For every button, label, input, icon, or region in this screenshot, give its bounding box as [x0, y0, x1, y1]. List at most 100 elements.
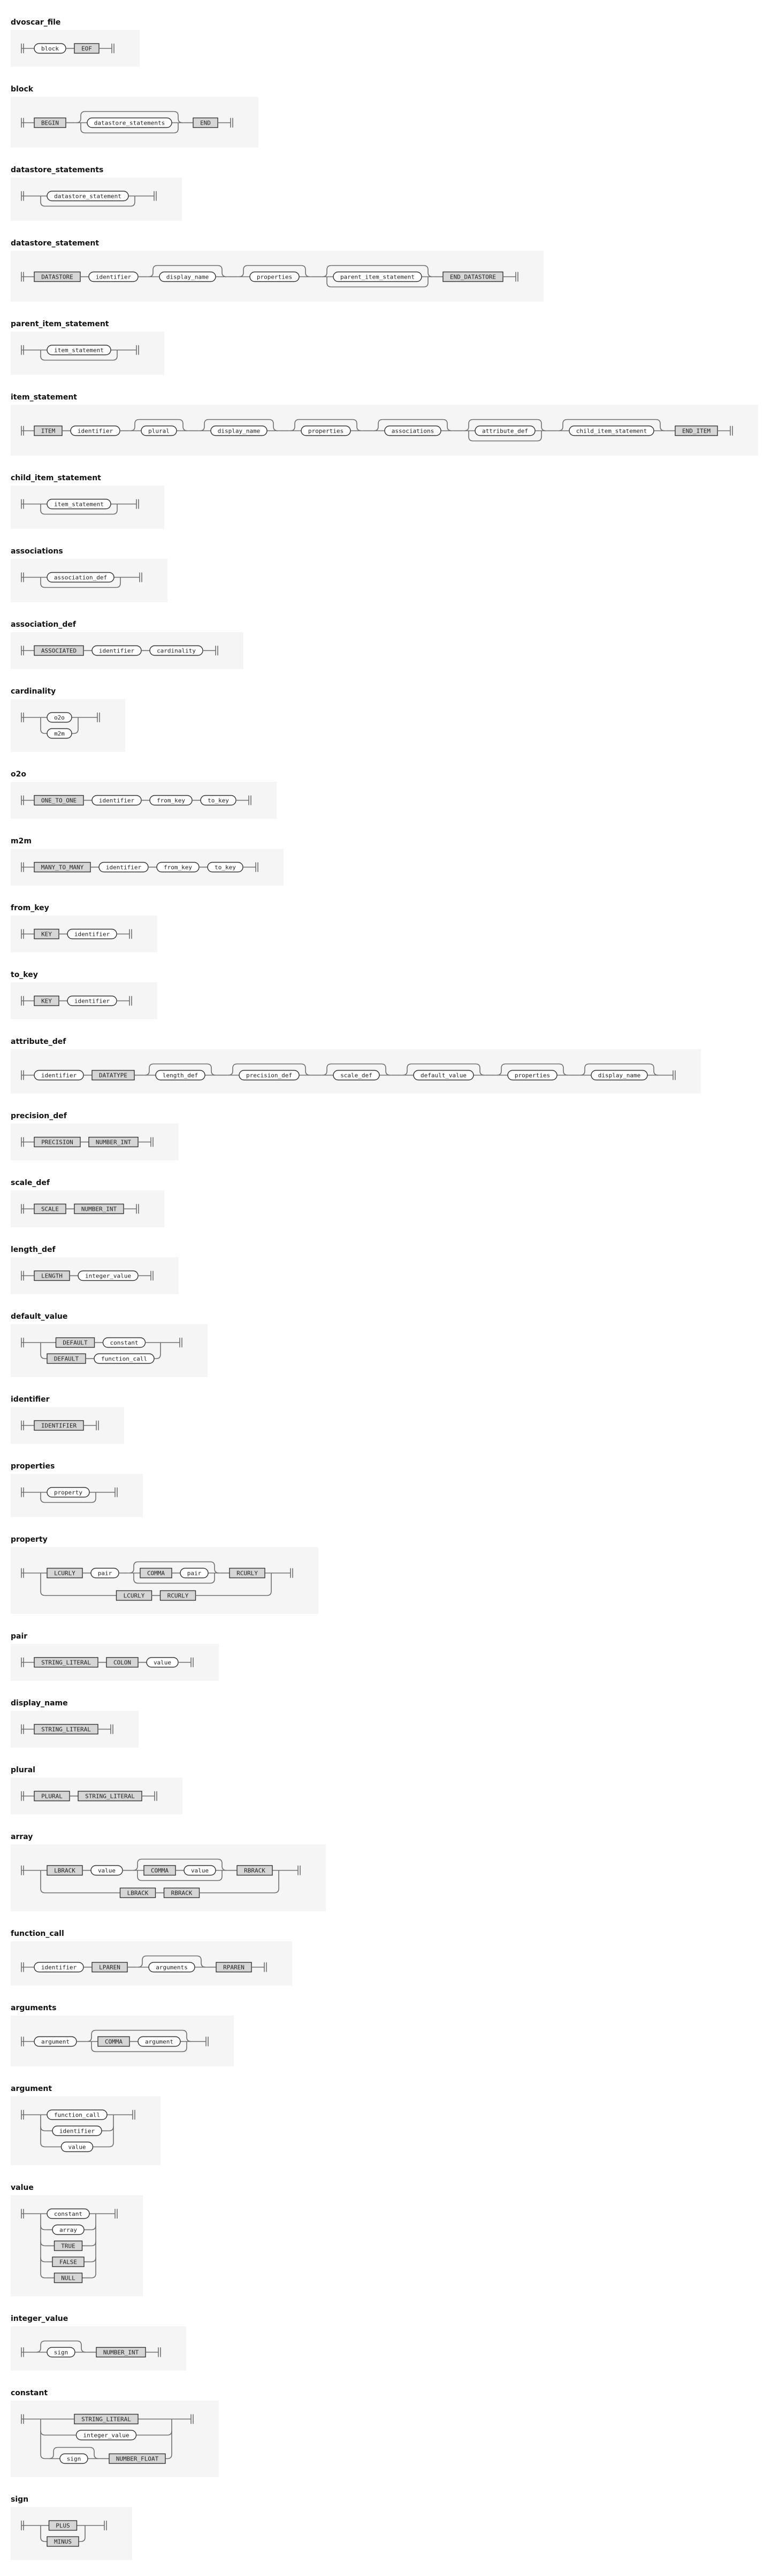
- rule-title: datastore_statements: [11, 166, 103, 174]
- node-label: identifier: [74, 931, 110, 938]
- rule-panel: [11, 2507, 132, 2560]
- node-label: KEY: [41, 998, 52, 1005]
- terminal-lcurly: LCURLY: [116, 1590, 152, 1601]
- nonterminal-cardinality: cardinality: [149, 645, 203, 656]
- rule-title: attribute_def: [11, 1037, 66, 1046]
- node-label: identifier: [78, 428, 113, 435]
- node-label: to_key: [208, 797, 229, 804]
- node-label: STRING_LITERAL: [85, 1793, 135, 1800]
- node-label: pair: [98, 1570, 112, 1577]
- connector-line: [580, 1063, 659, 1076]
- connector-line: [130, 419, 188, 432]
- terminal-plural: PLURAL: [34, 1790, 70, 1802]
- terminal-false: FALSE: [52, 2256, 85, 2267]
- nonterminal-value: value: [184, 1865, 216, 1876]
- node-label: item_statement: [54, 501, 104, 508]
- rule-title: block: [11, 85, 34, 94]
- node-label: STRING_LITERAL: [81, 2416, 131, 2423]
- node-label: association_def: [54, 574, 107, 581]
- terminal-rcurly: RCURLY: [159, 1590, 196, 1601]
- node-label: default_value: [421, 1072, 467, 1079]
- connector-line: [49, 2447, 99, 2459]
- terminal-comma: COMMA: [97, 2036, 130, 2047]
- node-label: LCURLY: [124, 1593, 145, 1600]
- node-label: FALSE: [59, 2259, 77, 2266]
- connector-line: [87, 2029, 192, 2042]
- connector-line: [40, 1591, 47, 1596]
- node-label: NUMBER_FLOAT: [116, 2456, 159, 2463]
- terminal-rbrack: RBRACK: [163, 1887, 200, 1898]
- nonterminal-sign: sign: [47, 2347, 75, 2358]
- rule-panel: [11, 1324, 208, 1377]
- node-label: precision_def: [246, 1072, 292, 1079]
- terminal-plus: PLUS: [48, 2520, 78, 2531]
- node-label: MINUS: [54, 2539, 72, 2546]
- connector-line: [133, 1858, 227, 1871]
- rule-title: display_name: [11, 1699, 68, 1708]
- node-label: TRUE: [61, 2243, 75, 2250]
- node-label: NUMBER_INT: [96, 1139, 132, 1146]
- terminal-associated: ASSOCIATED: [34, 645, 84, 656]
- node-label: display_name: [218, 428, 260, 435]
- node-label: NUMBER_INT: [103, 2349, 139, 2356]
- terminal-string-literal: STRING_LITERAL: [78, 1790, 142, 1802]
- connector-line: [148, 265, 227, 278]
- terminal-comma: COMMA: [143, 1865, 176, 1876]
- node-label: length_def: [163, 1072, 198, 1079]
- node-label: value: [68, 2144, 86, 2151]
- nonterminal-datastore-statements: datastore_statements: [87, 117, 172, 128]
- rule-panel: [11, 699, 125, 752]
- connector-line: [138, 1955, 206, 1968]
- terminal-length: LENGTH: [34, 1270, 70, 1281]
- terminal-end-datastore: END_DATASTORE: [442, 271, 503, 282]
- node-label: display_name: [598, 1072, 640, 1079]
- terminal-rcurly: RCURLY: [229, 1567, 265, 1579]
- rule-title: to_key: [11, 971, 38, 979]
- node-label: END_DATASTORE: [450, 274, 496, 281]
- connector-line: [137, 1870, 223, 1881]
- terminal-default: DEFAULT: [55, 1337, 95, 1348]
- terminal-key: KEY: [34, 995, 59, 1006]
- connector-line: [40, 196, 135, 207]
- terminal-begin: BEGIN: [34, 117, 66, 128]
- connector-line: [165, 2454, 172, 2459]
- node-label: NULL: [61, 2275, 75, 2282]
- rule-title: o2o: [11, 770, 26, 779]
- node-label: o2o: [54, 714, 65, 721]
- nonterminal-child-item-statement: child_item_statement: [569, 425, 654, 436]
- end-marker: [154, 1791, 157, 1801]
- node-label: identifier: [41, 1964, 77, 1971]
- rule-title: arguments: [11, 2004, 56, 2012]
- node-label: RCURLY: [236, 1570, 258, 1577]
- node-label: ONE_TO_ONE: [41, 797, 77, 804]
- nonterminal-identifier: identifier: [91, 645, 142, 656]
- node-label: plural: [148, 428, 170, 435]
- node-label: ITEM: [41, 428, 56, 435]
- nonterminal-display-name: display_name: [159, 271, 216, 282]
- node-label: datastore_statement: [54, 193, 121, 200]
- connector-line: [40, 2142, 47, 2148]
- nonterminal-association-def: association_def: [47, 572, 114, 583]
- node-label: property: [54, 1489, 82, 1496]
- rule-title: from_key: [11, 904, 49, 912]
- connector-line: [464, 419, 546, 432]
- end-marker: [96, 1420, 99, 1431]
- nonterminal-to-key: to_key: [200, 795, 236, 806]
- rule-title: datastore_statement: [11, 239, 99, 248]
- connector-line: [326, 276, 429, 288]
- nonterminal-identifier: identifier: [34, 1070, 84, 1081]
- connector-line: [402, 1063, 485, 1076]
- node-label: COMMA: [105, 2039, 123, 2046]
- end-marker: [297, 1865, 301, 1875]
- terminal-lbrack: LBRACK: [119, 1887, 156, 1898]
- end-marker: [515, 272, 518, 282]
- nonterminal-identifier: identifier: [52, 2125, 102, 2136]
- end-marker: [150, 1137, 154, 1147]
- node-label: parent_item_statement: [340, 274, 415, 281]
